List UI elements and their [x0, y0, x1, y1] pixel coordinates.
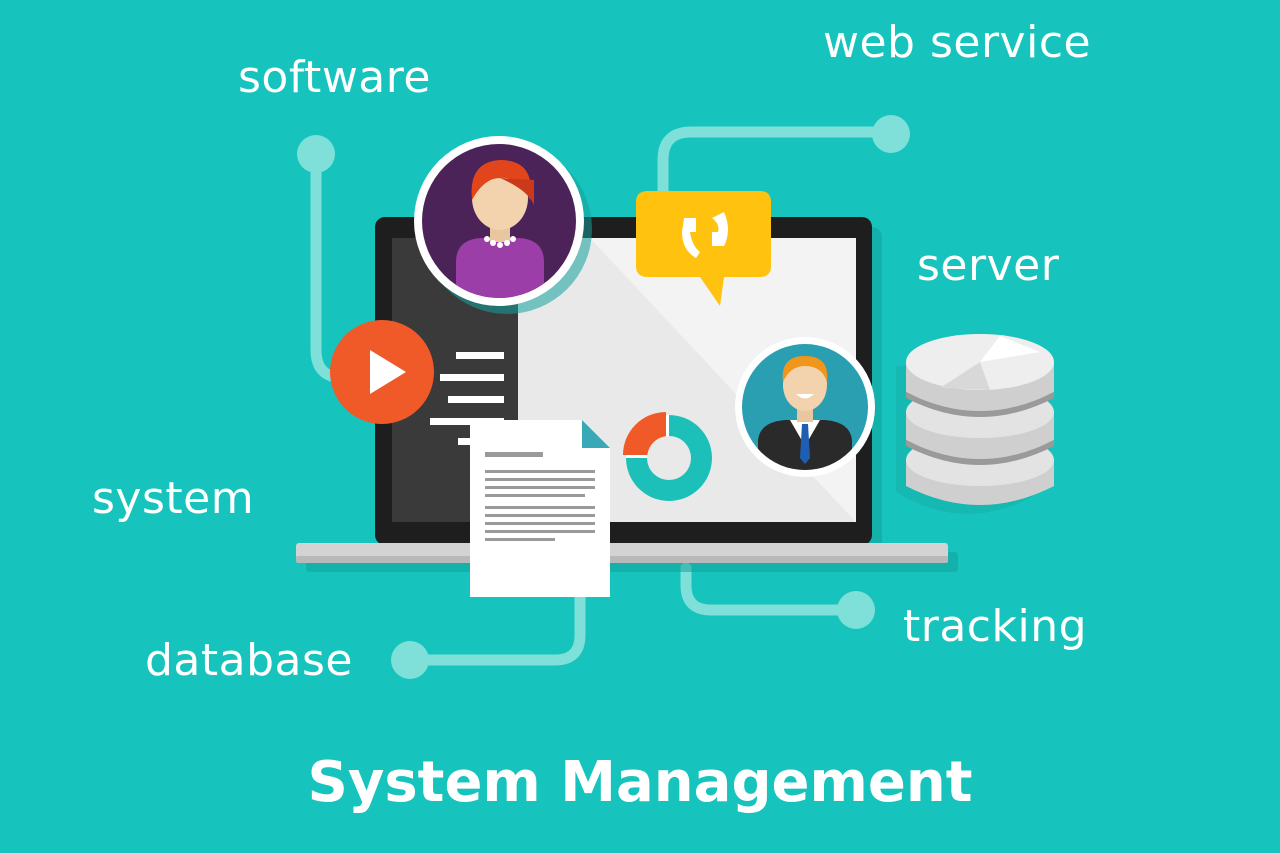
pie-chart-icon — [623, 412, 712, 501]
woman-avatar-icon — [414, 136, 592, 314]
label-system: system — [92, 473, 255, 524]
label-database: database — [145, 635, 353, 686]
connector-dot-software — [297, 135, 335, 173]
connector-database — [404, 592, 586, 666]
connector-dot-tracking — [837, 591, 875, 629]
label-web-service: web service — [823, 17, 1092, 68]
connector-tracking — [680, 562, 861, 616]
man-avatar-icon — [735, 337, 875, 477]
database-stack-icon — [896, 334, 1054, 514]
speech-bubble-icon — [636, 191, 771, 306]
connector-dot-database — [391, 641, 429, 679]
label-tracking: tracking — [903, 601, 1088, 652]
connector-dot-web-service — [872, 115, 910, 153]
label-software: software — [238, 52, 431, 103]
document-icon — [470, 420, 610, 597]
connector-web-service — [657, 126, 896, 206]
play-icon — [330, 320, 434, 424]
label-server: server — [917, 240, 1060, 291]
page-title: System Management — [307, 750, 973, 815]
